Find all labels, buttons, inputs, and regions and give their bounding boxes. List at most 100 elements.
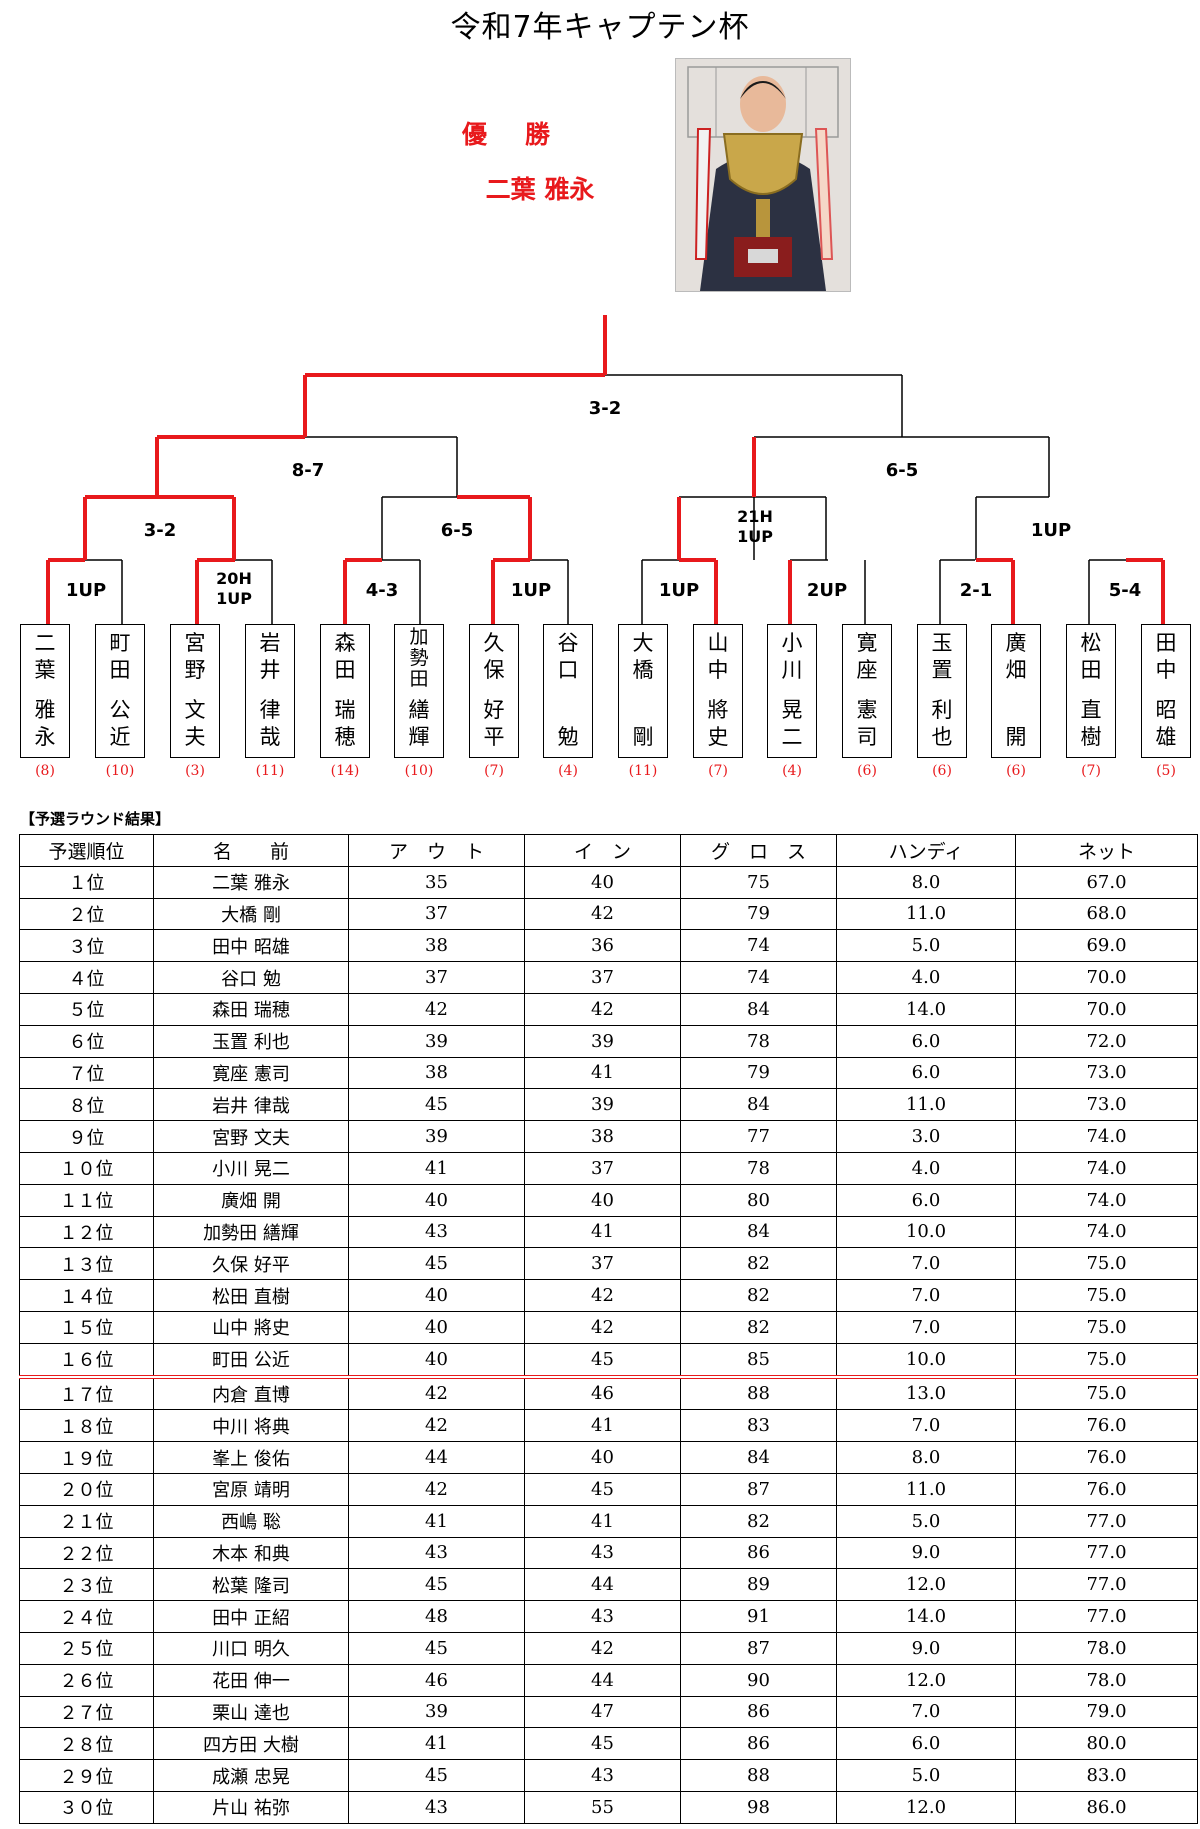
table-cell: 45 xyxy=(524,1727,681,1761)
player-given-name: 直樹 xyxy=(1080,698,1102,749)
table-cell: 76.0 xyxy=(1015,1441,1198,1474)
player-seed: (11) xyxy=(255,763,285,779)
table-cell: 85 xyxy=(680,1342,837,1379)
table-cell: ２９位 xyxy=(19,1759,154,1792)
table-cell: ４位 xyxy=(19,961,154,994)
player-given-name: 文夫 xyxy=(184,698,206,749)
winner-name: 二葉 雅永 xyxy=(485,175,595,204)
table-cell: 木本 和典 xyxy=(153,1536,349,1570)
table-cell: 83 xyxy=(680,1409,837,1443)
table-cell: 39 xyxy=(348,1120,525,1153)
player-seed: (4) xyxy=(558,763,578,779)
player-seed: (7) xyxy=(484,763,504,779)
table-cell: 町田 公近 xyxy=(153,1342,349,1379)
table-cell: 42 xyxy=(524,1631,681,1665)
player-seed: (7) xyxy=(708,763,728,779)
table-cell: 加勢田 繕輝 xyxy=(153,1215,349,1249)
table-cell: 二葉 雅永 xyxy=(153,865,349,899)
table-cell: ２０位 xyxy=(19,1472,154,1506)
table-cell: 内倉 直博 xyxy=(153,1376,349,1411)
player-seed: (14) xyxy=(330,763,360,779)
table-cell: 川口 明久 xyxy=(153,1631,349,1665)
bracket-red-lines xyxy=(46,315,1165,624)
table-cell: 四方田 大樹 xyxy=(153,1727,349,1761)
table-cell: １１位 xyxy=(19,1183,154,1217)
table-cell: 55 xyxy=(524,1790,681,1824)
table-cell: 87 xyxy=(680,1631,837,1665)
table-cell: 6.0 xyxy=(836,1056,1016,1090)
semi-score-right: 6-5 xyxy=(886,460,919,481)
player-box: 田中昭雄 xyxy=(1141,624,1191,758)
table-cell: 77.0 xyxy=(1015,1504,1198,1538)
player-box: 小川晃二 xyxy=(767,624,817,758)
table-cell: 40 xyxy=(348,1183,525,1217)
table-cell: 41 xyxy=(524,1504,681,1538)
table-cell: 83.0 xyxy=(1015,1759,1198,1792)
player-given-name: 晃二 xyxy=(781,698,803,749)
table-cell: 寛座 憲司 xyxy=(153,1056,349,1090)
player-seed: (8) xyxy=(35,763,55,779)
table-cell: 田中 昭雄 xyxy=(153,929,349,963)
player-given-name: 憲司 xyxy=(856,698,878,749)
table-cell: 12.0 xyxy=(836,1790,1016,1824)
table-cell: ５位 xyxy=(19,992,154,1026)
table-cell: 西嶋 聡 xyxy=(153,1504,349,1538)
table-cell: １７位 xyxy=(19,1376,154,1411)
column-header: ネット xyxy=(1015,834,1198,867)
table-cell: 43 xyxy=(348,1215,525,1249)
player-box: 二葉雅永 xyxy=(20,624,70,758)
table-cell: ７位 xyxy=(19,1056,154,1090)
table-cell: 41 xyxy=(524,1056,681,1090)
table-cell: 40 xyxy=(348,1342,525,1379)
table-cell: 42 xyxy=(524,1310,681,1344)
table-cell: ２６位 xyxy=(19,1663,154,1697)
table-cell: 86.0 xyxy=(1015,1790,1198,1824)
r1-score-7: 2-1 xyxy=(960,580,993,601)
table-cell: 39 xyxy=(524,1024,681,1058)
table-cell: 37 xyxy=(524,1247,681,1281)
table-cell: 小川 晃二 xyxy=(153,1151,349,1185)
table-cell: ２１位 xyxy=(19,1504,154,1538)
table-cell: 森田 瑞穂 xyxy=(153,992,349,1026)
table-cell: 谷口 勉 xyxy=(153,961,349,994)
table-cell: 40 xyxy=(348,1310,525,1344)
table-cell: 86 xyxy=(680,1536,837,1570)
table-cell: 9.0 xyxy=(836,1536,1016,1570)
trophy-photo-illustration xyxy=(676,59,850,291)
table-cell: 89 xyxy=(680,1568,837,1602)
table-cell: 82 xyxy=(680,1279,837,1312)
table-cell: ２２位 xyxy=(19,1536,154,1570)
table-cell: ６位 xyxy=(19,1024,154,1058)
column-header: 名 前 xyxy=(153,834,349,867)
table-cell: 5.0 xyxy=(836,1759,1016,1792)
table-cell: 91 xyxy=(680,1600,837,1633)
table-cell: 41 xyxy=(524,1215,681,1249)
table-cell: 12.0 xyxy=(836,1568,1016,1602)
tournament-bracket: 3-2 8-7 6-5 3-2 6-5 21H 1UP 1UP 1UP 20H … xyxy=(46,315,1165,624)
table-cell: 4.0 xyxy=(836,1151,1016,1185)
table-cell: 40 xyxy=(348,1279,525,1312)
player-given-name: 昭雄 xyxy=(1155,698,1177,749)
table-cell: 76.0 xyxy=(1015,1472,1198,1506)
winner-label: 優勝 xyxy=(461,120,588,149)
player-seed: (10) xyxy=(105,763,135,779)
player-surname: 山中 xyxy=(707,631,729,682)
table-cell: 39 xyxy=(348,1695,525,1729)
player-surname: 小川 xyxy=(781,631,803,682)
table-cell: 7.0 xyxy=(836,1310,1016,1344)
player-given-name: 雅永 xyxy=(34,698,56,749)
